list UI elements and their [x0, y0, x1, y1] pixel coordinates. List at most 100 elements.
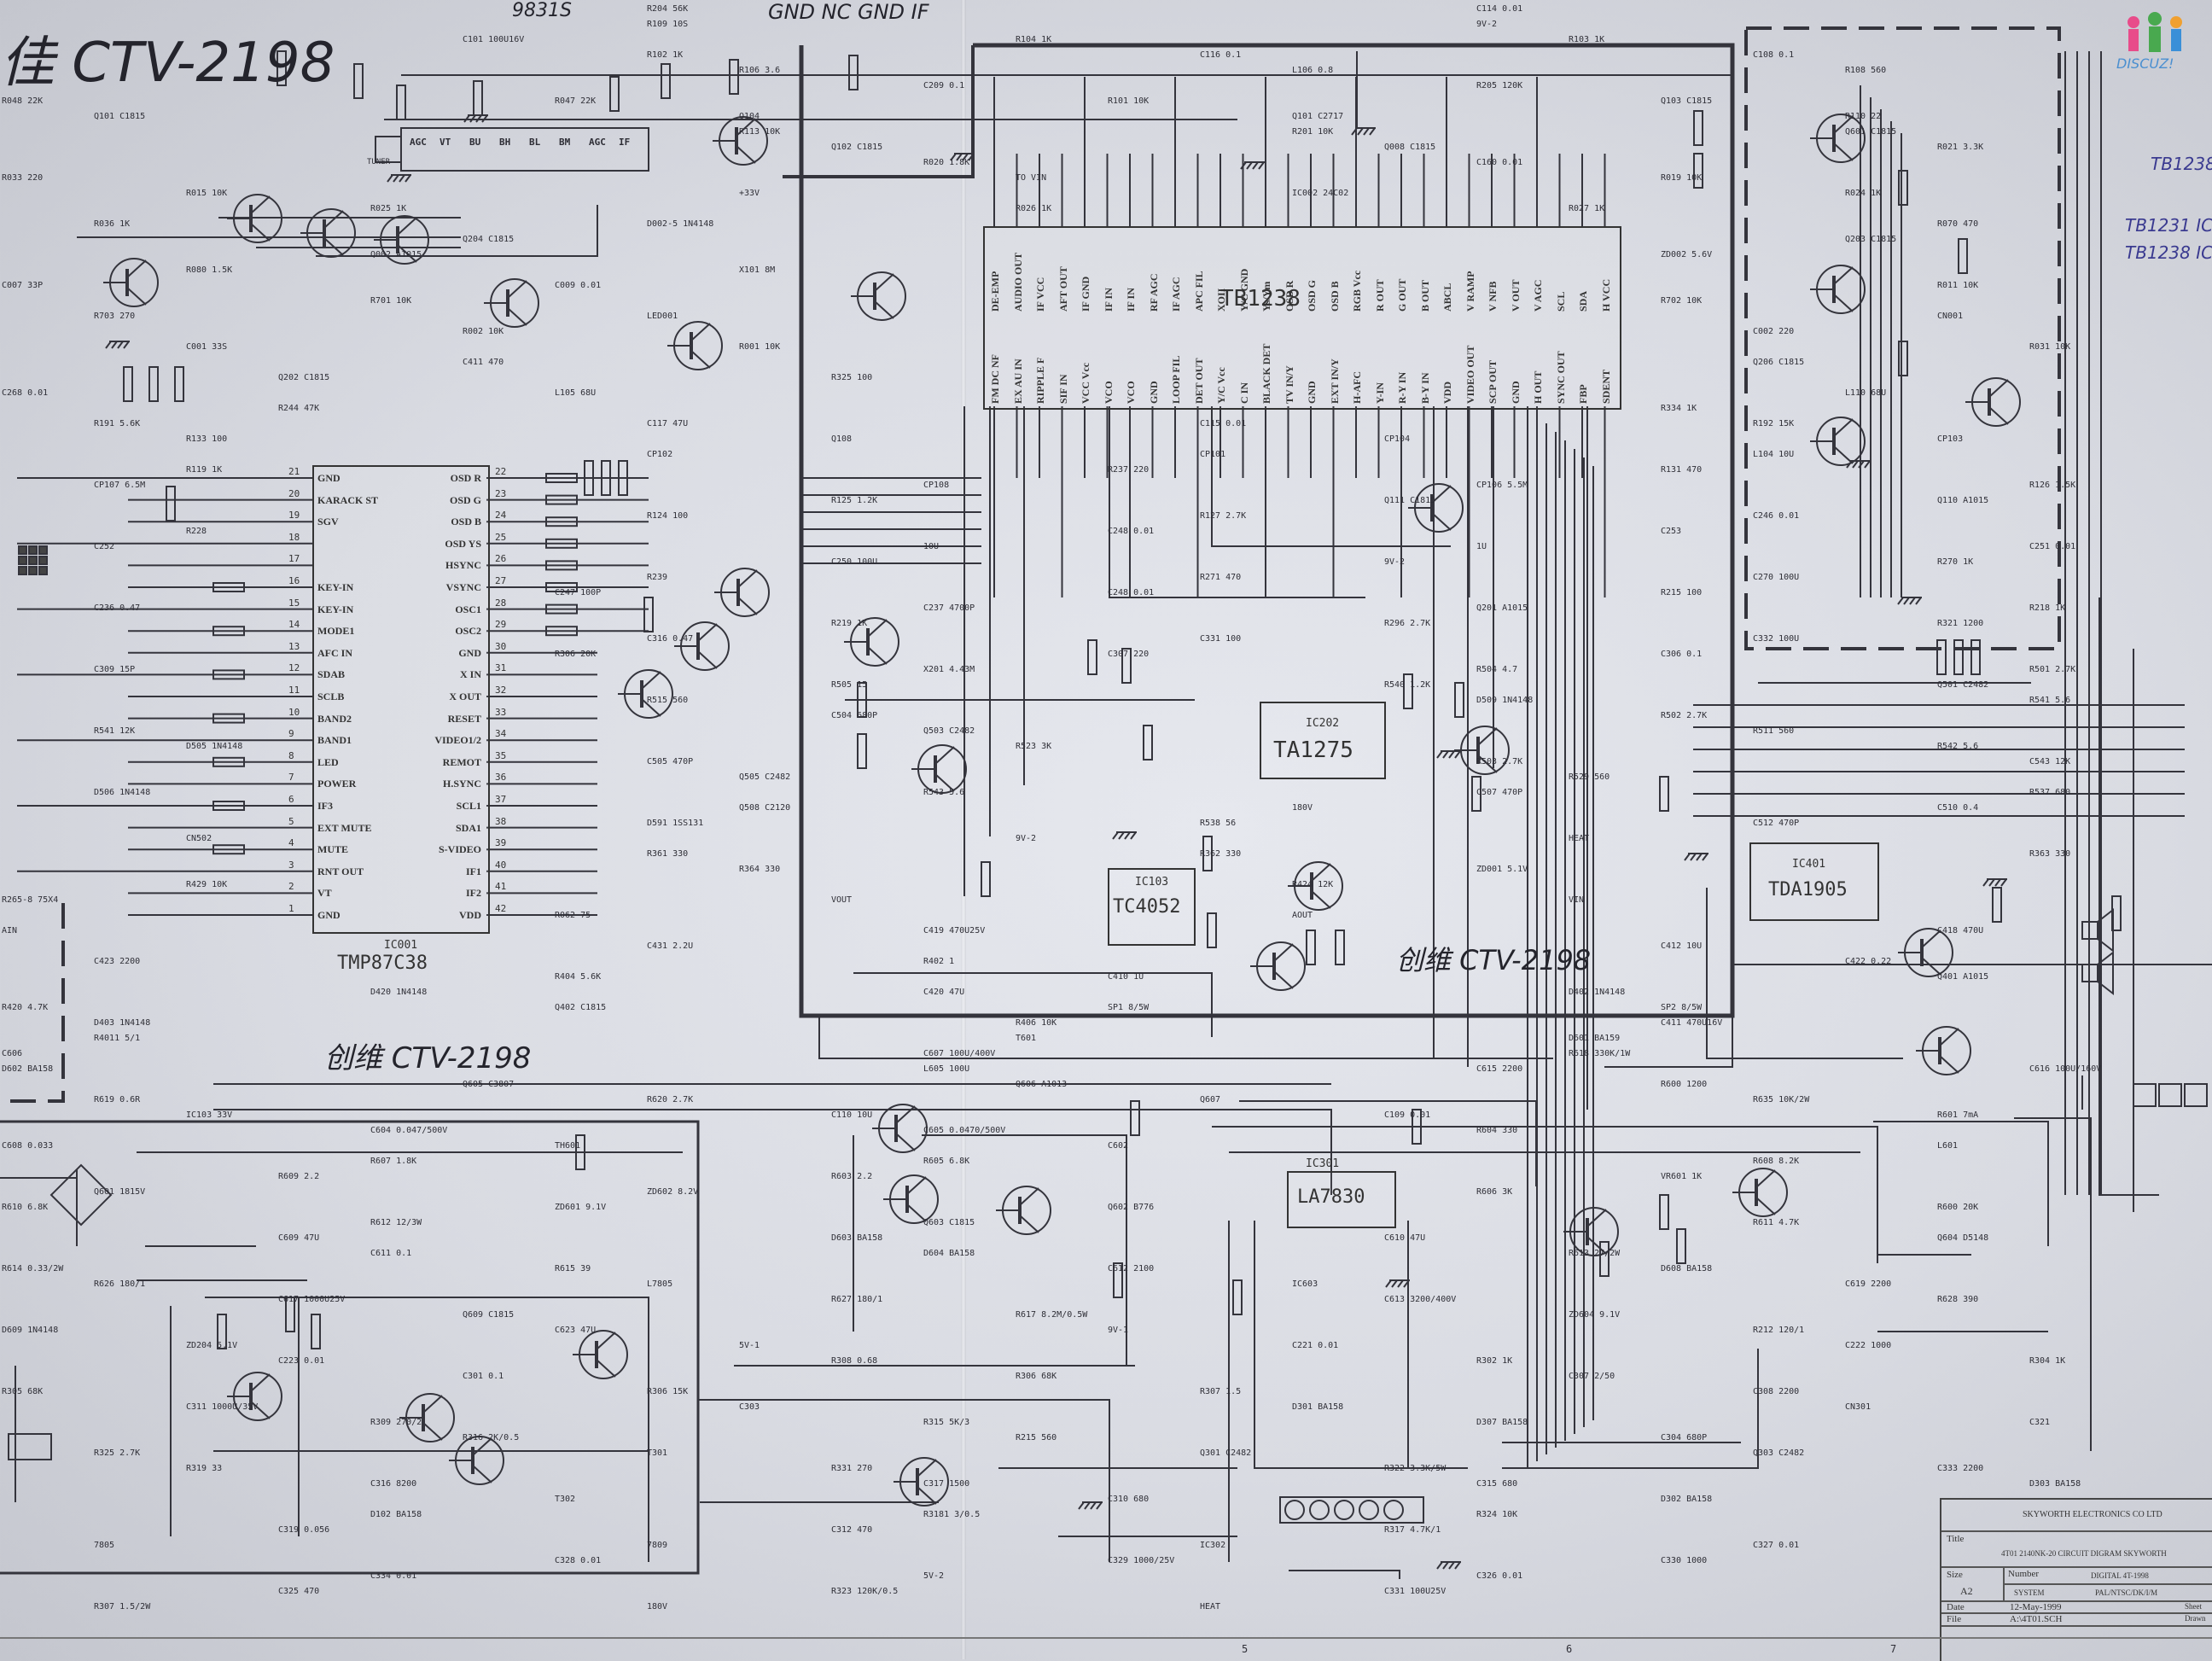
- component-label: C327 0.01: [1753, 1541, 1800, 1550]
- size-label: Size: [1947, 1570, 1963, 1580]
- component-label: R309 270/2: [370, 1418, 422, 1427]
- ic001-pin-number: 24: [495, 510, 507, 522]
- ic001-pin-number: 6: [288, 794, 294, 805]
- component-label: R323 120K/0.5: [831, 1587, 899, 1596]
- component-label: Q606 A1013: [1016, 1080, 1068, 1089]
- resistor-symbol: [166, 486, 176, 522]
- speaker-icon: [2081, 921, 2098, 940]
- component-label: D302 BA158: [1661, 1495, 1713, 1504]
- component-label: C251 0.01: [2029, 542, 2076, 551]
- component-label: C009 0.01: [555, 281, 602, 290]
- transistor-symbol: [844, 617, 899, 667]
- ic001-pin-number: 22: [495, 466, 507, 477]
- ic001-pin-label: OSD YS: [445, 537, 481, 550]
- resistor-symbol: [1676, 1228, 1686, 1264]
- date-value: 12-May-1999: [2010, 1602, 2062, 1612]
- component-label: 180V: [647, 1602, 668, 1611]
- component-label: R027 1K: [1569, 204, 1605, 213]
- resistor-symbol: [1958, 238, 1968, 274]
- ic001-pin-number: 15: [288, 597, 300, 609]
- component-label: R307 1.5: [1200, 1387, 1242, 1396]
- component-label: 5V-1: [739, 1341, 760, 1350]
- transistor-symbol: [1288, 861, 1343, 911]
- tb1238-pin-label: LOOP FIL: [1170, 355, 1182, 404]
- connector-pin: [1359, 1500, 1379, 1520]
- component-label: Q402 C1815: [555, 1003, 607, 1012]
- ic001-pin-number: 41: [495, 881, 507, 893]
- tb1238-pin-label: GND: [1509, 381, 1522, 404]
- component-label: C606: [2, 1049, 23, 1058]
- component-label: C605 0.0470/500V: [923, 1126, 1006, 1135]
- ic001-pin-label: IF1: [466, 865, 481, 877]
- tuner-pin-label: AGC: [410, 137, 427, 148]
- component-label: VR601 1K: [1661, 1172, 1703, 1181]
- ic001-pin-number: 13: [288, 640, 300, 652]
- component-label: R036 1K: [94, 219, 131, 229]
- ic001-pin-number: 11: [288, 685, 300, 696]
- component-label: R617 8.2M/0.5W: [1016, 1310, 1088, 1320]
- transistor-symbol: [227, 1372, 282, 1421]
- component-label: R019 10K: [1661, 173, 1703, 183]
- resistor-symbol: [1202, 836, 1213, 871]
- component-label: CP107 6.5M: [94, 481, 146, 490]
- resistor-symbol: [396, 85, 406, 120]
- ic001-pin-number: 27: [495, 575, 507, 586]
- component-label: C246 0.01: [1753, 511, 1800, 521]
- component-label: R109 10S: [647, 20, 689, 29]
- ic001-pin-number: 21: [288, 466, 300, 477]
- resistor-symbol: [618, 460, 628, 496]
- component-label: R215 100: [1661, 588, 1703, 597]
- ic001-pin-number: 5: [288, 815, 294, 827]
- component-label: R305 68K: [2, 1387, 44, 1396]
- component-label: R402 1: [923, 957, 955, 966]
- component-label: R015 10K: [186, 189, 228, 198]
- resistor-symbol: [1898, 341, 1908, 376]
- ic001-pin-label: SDAB: [317, 668, 346, 681]
- tb1238-pin-label: XOII: [1215, 288, 1227, 312]
- component-label: T302: [555, 1495, 576, 1504]
- ic001-pin-number: 10: [288, 706, 300, 718]
- connector-pin: [1309, 1500, 1330, 1520]
- component-label: Q101 C2717: [1292, 112, 1344, 121]
- component-label: 9V-2: [1476, 20, 1498, 29]
- component-label: C610 47U: [1384, 1233, 1426, 1243]
- component-label: R703 270: [94, 312, 136, 321]
- component-label: R321 1200: [1937, 619, 1984, 628]
- tb1238-pin-label: EX AU IN: [1011, 358, 1024, 404]
- component-label: C109 0.01: [1384, 1110, 1431, 1120]
- component-label: D604 BA158: [923, 1249, 975, 1258]
- ic001-pin-number: 7: [288, 772, 294, 784]
- component-label: R126 1.5K: [2029, 481, 2076, 490]
- component-label: R319 33: [186, 1464, 223, 1473]
- tb1238-pin-label: DET OUT: [1192, 358, 1205, 404]
- ic401-name: TDA1905: [1768, 879, 1848, 900]
- component-label: R025 1K: [370, 204, 407, 213]
- tb1238-pin-label: C IN: [1237, 382, 1250, 404]
- component-label: C270 100U: [1753, 573, 1800, 582]
- component-label: R002 10K: [463, 327, 504, 336]
- ic001-pin-number: 33: [495, 706, 507, 718]
- ic001-pin-number: 1: [288, 903, 294, 914]
- ground-icon: [1897, 597, 1922, 605]
- ic001-pin-number: 35: [495, 749, 507, 761]
- component-label: R424 12K: [1292, 880, 1334, 889]
- component-label: R504 4.7: [1476, 665, 1518, 674]
- component-label: R619 0.6R: [94, 1095, 141, 1104]
- tb1238-pin-label: SIF IN: [1057, 374, 1069, 404]
- ground-icon: [105, 341, 130, 349]
- component-label: Q503 C2482: [923, 726, 975, 736]
- ic001-pin-label: REMOT: [442, 755, 481, 768]
- ic401-ref: IC401: [1792, 858, 1826, 871]
- ic001-pin-number: 8: [288, 749, 294, 761]
- component-label: R606 3K: [1476, 1187, 1513, 1197]
- ruler-border: [0, 1637, 2212, 1639]
- ic001-pin-label: KEY-IN: [317, 603, 354, 615]
- component-label: R628 390: [1937, 1295, 1979, 1304]
- component-label: ZD204 5.1V: [186, 1341, 238, 1350]
- component-label: L605 100U: [923, 1064, 970, 1074]
- component-label: C616 100U/160V: [2029, 1064, 2102, 1074]
- component-label: C101 100U16V: [463, 35, 525, 44]
- ic001-pin-label: POWER: [317, 778, 357, 790]
- component-label: R080 1.5K: [186, 265, 233, 275]
- component-label: R607 1.8K: [370, 1157, 417, 1166]
